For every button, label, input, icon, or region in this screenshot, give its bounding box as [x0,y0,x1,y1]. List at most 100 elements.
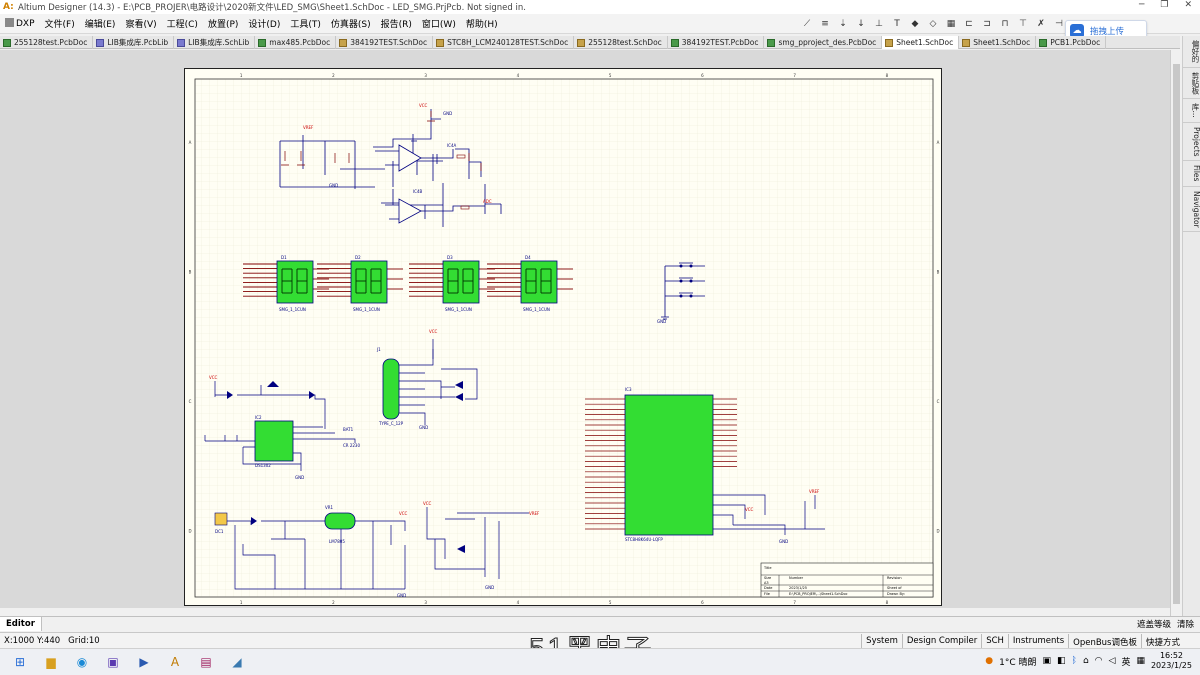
port-tool-icon[interactable]: ⊐ [983,19,991,29]
typec-wires [399,339,478,425]
tray-app-icon-2[interactable]: ◧ [1057,656,1066,666]
menu-window[interactable]: 窗口(W) [421,20,456,30]
no-erc-icon[interactable]: ✗ [1037,19,1045,29]
doc-tab[interactable]: max485.PcbDoc [255,36,337,49]
winrar-icon[interactable]: ▤ [200,655,212,669]
edge-icon[interactable]: ◉ [76,655,88,669]
buzzer-diode [457,545,465,553]
panel-tab-files[interactable]: Files [1183,161,1200,187]
ime-indicator[interactable]: 英 [1121,657,1131,668]
file-explorer-icon[interactable]: ▆ [46,655,56,669]
panel-tab-clipboard[interactable]: 剪贴板 [1183,68,1200,99]
doc-tab[interactable]: PCB1.PcbDoc [1036,36,1107,49]
doc-tab[interactable]: LIB集成库.PcbLib [93,36,175,49]
zone-row-label: A [189,140,192,145]
menu-simulator[interactable]: 仿真器(S) [330,20,371,30]
media-player-icon[interactable]: ▶ [139,655,149,669]
clock[interactable]: 16:52 2023/1/25 [1151,651,1192,671]
volume-icon[interactable]: ◁ [1108,656,1116,666]
power-port-icon[interactable]: ⊥ [875,19,883,29]
bus-tool-icon[interactable]: ⊏ [965,19,973,29]
harness-icon[interactable]: ⊣ [1055,19,1063,29]
gnd-label-1: GND [443,111,452,116]
title-block-size: Size [764,576,771,580]
panel-tab-projects[interactable]: Projects [1183,123,1200,162]
doc-tab[interactable]: 384192TEST.SchDoc [336,36,434,49]
minimize-icon[interactable]: ─ [1138,0,1145,10]
typec-diode-2 [455,393,463,401]
menu-project[interactable]: 工程(C) [166,20,198,30]
menu-tools[interactable]: 工具(T) [290,20,321,30]
panel-design-compiler[interactable]: Design Compiler [901,634,981,650]
wire-tool-icon[interactable]: ⟋ [803,19,811,29]
zone-col-label: 3 [424,73,427,78]
panel-sch[interactable]: SCH [981,634,1008,650]
arrow-down-tool-icon[interactable]: ⇣ [839,19,847,29]
menu-view[interactable]: 察看(V) [125,20,157,30]
altium-taskbar-icon[interactable]: A [170,655,180,669]
vcc-label-1: VCC [419,103,428,108]
rtc-part-label: DS1302 [255,463,271,468]
clock-time: 16:52 [1159,651,1184,660]
editor-tab[interactable]: Editor [0,617,42,631]
rtc-wires [204,381,356,471]
title-block-title: Title [763,566,772,570]
panel-openbus[interactable]: OpenBus调色板 [1068,634,1141,650]
menu-dxp[interactable]: DXP [0,18,40,29]
typec-ref-label: J1 [376,347,381,352]
netlabel-tool-icon[interactable]: ↓ [857,19,865,29]
doc-tab[interactable]: 384192TEST.PcbDoc [668,36,765,49]
weather-text[interactable]: 1°C 晴朗 [999,657,1037,668]
menu-place[interactable]: 放置(P) [207,20,239,30]
network-icon[interactable]: ⌂ [1082,656,1089,666]
visual-studio-icon[interactable]: ▣ [107,655,119,669]
directive-icon[interactable]: ⊤ [1019,19,1027,29]
grid-tool-icon[interactable]: ▦ [946,19,956,29]
doc-tab[interactable]: STC8H_LCM240128TEST.SchDoc [433,36,575,49]
clear-button[interactable]: 清除 [1176,620,1194,630]
zone-row-label: C [937,399,940,404]
doc-tab[interactable]: 255128test.PcbDoc [0,36,94,49]
doc-tab[interactable]: LIB集成库.SchLib [174,36,256,49]
diamond-tool-icon[interactable]: ◆ [911,19,919,29]
vertical-scrollbar-thumb[interactable] [1173,64,1180,604]
title-block-revision: Revision [887,576,902,580]
panel-instruments[interactable]: Instruments [1007,634,1068,650]
tray-grid-icon[interactable]: ▦ [1136,656,1145,666]
component-tool-icon[interactable]: ◇ [929,19,937,29]
vcc-port-icon[interactable]: T [894,19,900,29]
wifi-icon[interactable]: ◠ [1094,656,1103,666]
menu-design[interactable]: 设计(D) [248,20,281,30]
tray-app-icon-1[interactable]: ▣ [1042,656,1052,666]
menu-edit[interactable]: 编辑(E) [84,20,116,30]
panel-tab-navigator[interactable]: Navigator [1183,187,1200,233]
notes-app-icon[interactable]: ◢ [232,655,242,669]
menu-help[interactable]: 帮助(H) [465,20,498,30]
doc-tab[interactable]: Sheet1.SchDoc [959,36,1037,49]
panel-shortcuts[interactable]: 快捷方式 [1140,634,1184,650]
menu-file[interactable]: 文件(F) [44,20,75,30]
horizontal-scrollbar[interactable] [0,608,1170,616]
close-icon[interactable]: ✕ [1184,0,1192,10]
sheet-entry-icon[interactable]: ⊓ [1001,19,1009,29]
start-icon[interactable]: ⊞ [14,655,26,669]
maximize-icon[interactable]: ❐ [1160,0,1169,10]
doc-tab[interactable]: Sheet1.SchDoc [882,36,960,49]
bluetooth-icon[interactable]: ᛒ [1071,656,1077,666]
doc-tab[interactable]: smg_pproject_des.PcbDoc [764,36,883,49]
weather-icon[interactable]: ● [985,656,994,666]
mask-level-button[interactable]: 遮盖等级 [1136,620,1171,630]
menu-reports[interactable]: 报告(R) [380,20,412,30]
panel-tab-libraries[interactable]: 库... [1183,99,1200,123]
doc-tab[interactable]: 255128test.SchDoc [574,36,668,49]
display-part-label: SMG_1_1CUN [523,307,550,312]
panel-tab-favorites[interactable]: 偏好的 [1183,36,1200,68]
gnd-label-5: GND [779,539,788,544]
doc-tab-label: PCB1.PcbDoc [1050,38,1101,47]
vertical-scrollbar[interactable] [1170,50,1182,616]
regulator-7805-body [324,512,356,530]
panel-system[interactable]: System [861,634,902,650]
align-tool-icon[interactable]: ≡ [821,19,829,29]
